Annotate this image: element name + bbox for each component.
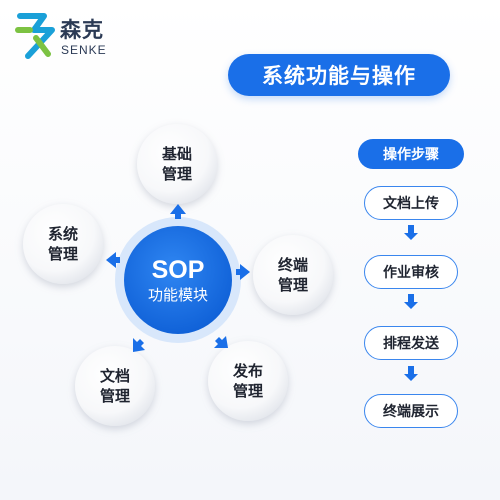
node-label-line1: 基础	[161, 145, 192, 163]
arrow-right-icon	[236, 264, 250, 280]
node-system-management: 系统 管理	[23, 224, 103, 264]
node-terminal-management: 终端 管理	[253, 255, 333, 295]
node-circle-publish	[208, 341, 288, 421]
center-circle	[124, 226, 232, 334]
page-title: 系统功能与操作	[228, 54, 450, 96]
center-subtitle: 功能模块	[147, 286, 208, 304]
node-circle-document	[75, 346, 155, 426]
node-label-line2: 管理	[277, 276, 308, 294]
arrow-down-right-icon	[214, 336, 228, 348]
logo-english-text: SENKE	[61, 43, 107, 57]
step-arrow-icon-3	[404, 366, 418, 381]
step-arrow-icon-1	[404, 225, 418, 240]
node-label-line1: 文档	[99, 367, 130, 385]
arrow-left-icon	[106, 252, 120, 268]
node-label-line2: 管理	[99, 387, 130, 405]
logo-chinese-text: 森克	[60, 18, 104, 42]
node-label-line1: 发布	[232, 362, 263, 380]
step-arrow-icon-2	[404, 294, 418, 309]
node-label-line2: 管理	[232, 382, 263, 400]
arrow-down-left-icon	[133, 338, 145, 352]
node-circle-system	[23, 204, 103, 284]
steps-header: 操作步骤	[358, 139, 464, 169]
node-label-line2: 管理	[47, 245, 78, 263]
node-label-line2: 管理	[161, 165, 192, 183]
arrow-up-icon	[170, 204, 186, 219]
node-circle-basic	[137, 124, 217, 204]
node-basic-management: 基础 管理	[137, 144, 217, 184]
node-label-line1: 系统	[47, 225, 78, 243]
senke-logo-icon	[15, 13, 55, 59]
step-job-review: 作业审核	[364, 255, 458, 289]
center-title: SOP	[151, 256, 205, 284]
node-document-management: 文档 管理	[75, 366, 155, 406]
node-circle-terminal	[253, 235, 333, 315]
step-document-upload: 文档上传	[364, 186, 458, 220]
step-terminal-display: 终端展示	[364, 394, 458, 428]
node-publish-management: 发布 管理	[208, 361, 288, 401]
brand-logo: 森克 SENKE	[14, 8, 134, 66]
node-label-line1: 终端	[277, 256, 308, 274]
step-schedule-send: 排程发送	[364, 326, 458, 360]
